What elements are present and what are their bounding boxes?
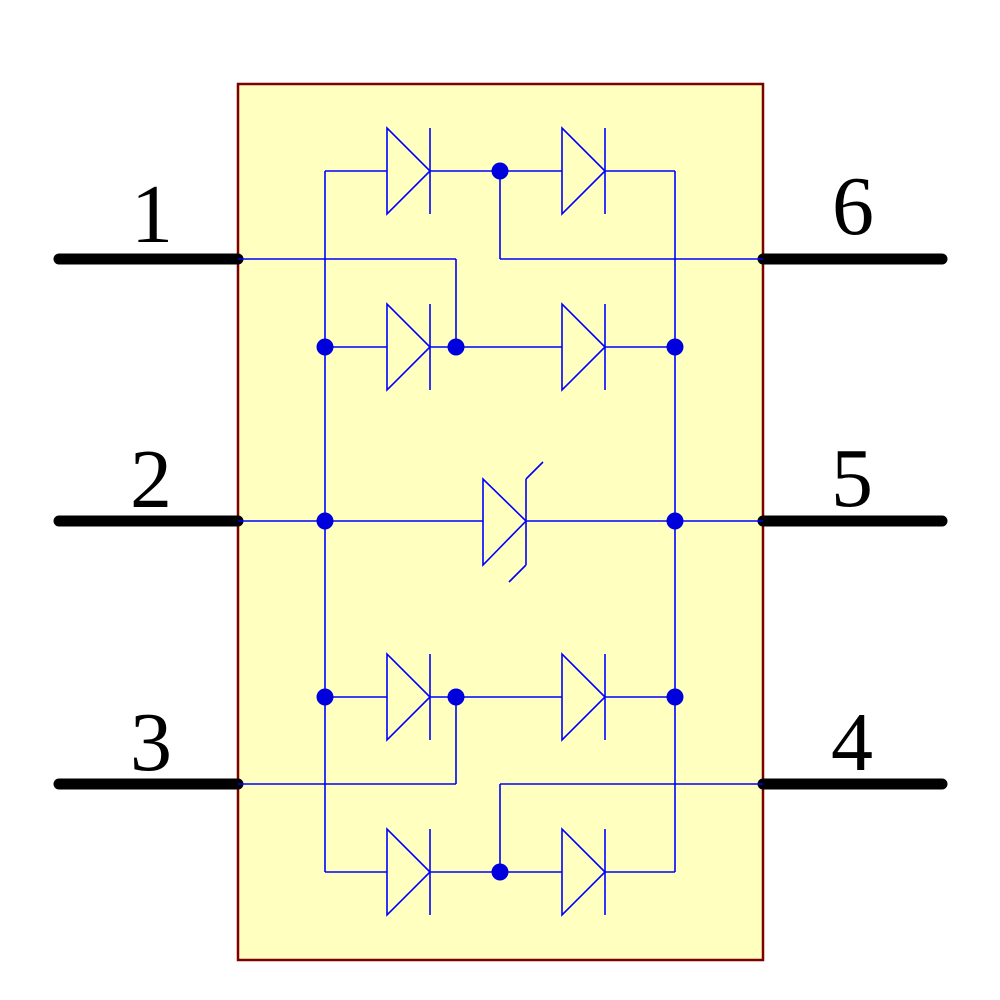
- diode-d4-triangle: [561, 302, 607, 392]
- diode-d3: [386, 302, 432, 392]
- diode-d8: [561, 827, 607, 917]
- wire-row4: [325, 696, 675, 784]
- junction-dot: [666, 338, 684, 356]
- tvs-zener-symbol: [482, 461, 544, 583]
- pin-2-label: 2: [130, 433, 172, 526]
- pin-3-label: 3: [130, 696, 172, 789]
- diode-d4: [561, 302, 607, 392]
- junction-dot: [666, 688, 684, 706]
- diode-d5: [386, 652, 432, 742]
- tvs-zener-bar: [508, 461, 544, 583]
- diode-d7: [386, 827, 432, 917]
- junction-dot: [666, 512, 684, 530]
- junction-dot: [316, 512, 334, 530]
- diode-d6: [561, 652, 607, 742]
- tvs-triangle: [482, 477, 528, 567]
- diode-d1: [386, 126, 432, 216]
- diode-d2-triangle: [561, 126, 607, 216]
- diode-d6-triangle: [561, 652, 607, 742]
- junction-dot: [447, 338, 465, 356]
- junction-dot: [491, 863, 509, 881]
- wire-pin1-internal: [238, 258, 457, 347]
- pin-1-label: 1: [131, 168, 173, 261]
- junction-dots: [316, 162, 684, 881]
- diode-d3-triangle: [386, 302, 432, 392]
- wire-pin4-internal: [499, 783, 763, 872]
- diode-d7-triangle: [386, 827, 432, 917]
- diode-d5-triangle: [386, 652, 432, 742]
- diode-d1-triangle: [386, 126, 432, 216]
- junction-dot: [491, 162, 509, 180]
- pin-5-label: 5: [831, 432, 873, 525]
- diode-d2: [561, 126, 607, 216]
- junction-dot: [316, 688, 334, 706]
- diode-d8-triangle: [561, 827, 607, 917]
- pin-4-label: 4: [831, 696, 873, 789]
- junction-dot: [316, 338, 334, 356]
- pin-6-label: 6: [832, 160, 874, 253]
- junction-dot: [447, 688, 465, 706]
